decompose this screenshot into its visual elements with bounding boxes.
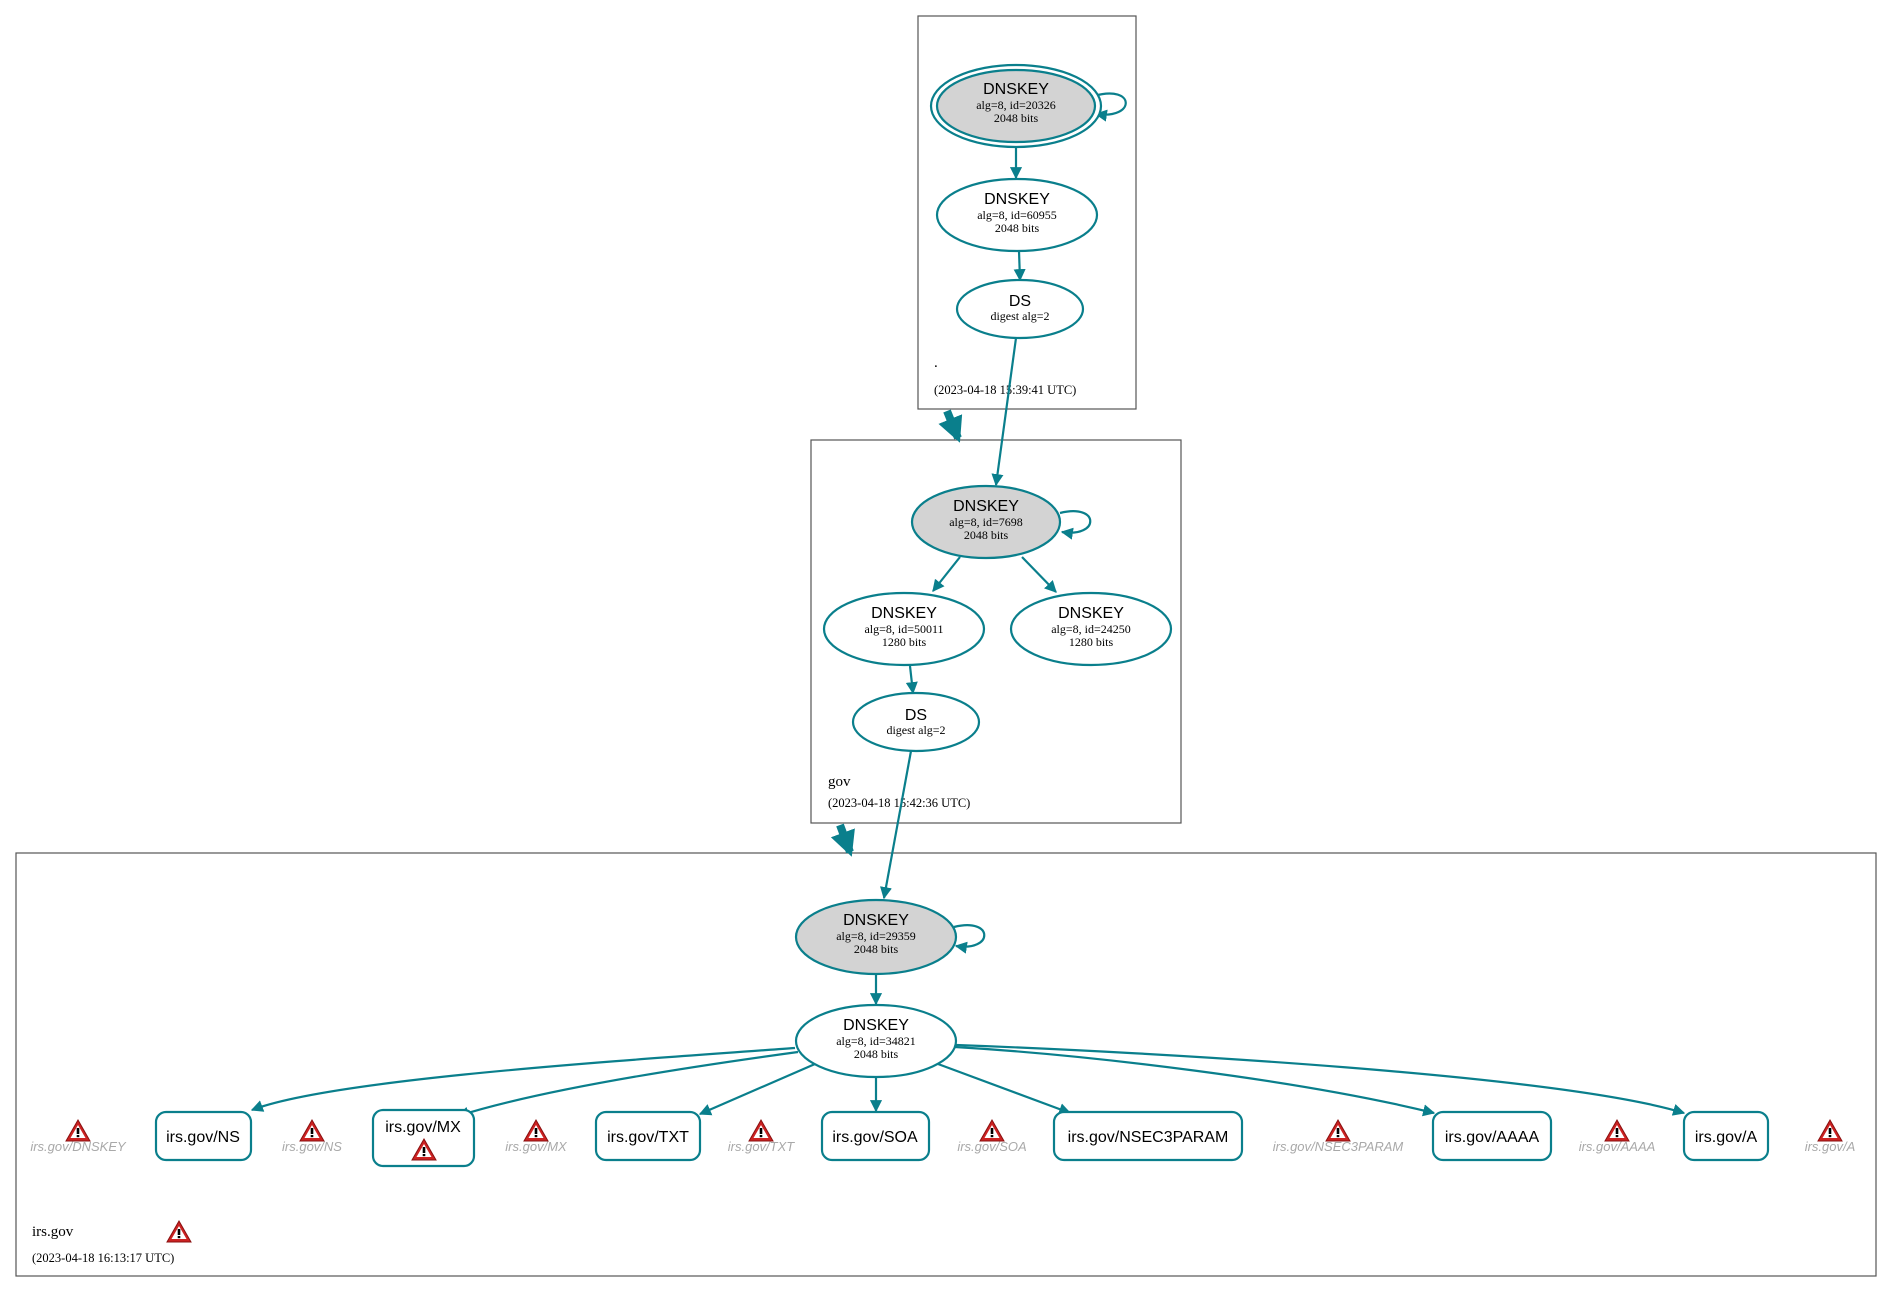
- ghost-nsec3param-label: irs.gov/NSEC3PARAM: [1273, 1139, 1404, 1154]
- gov-ksk-info: alg=8, id=7698: [949, 515, 1023, 529]
- ghost-aaaa-node[interactable]: irs.gov/AAAA: [1579, 1119, 1656, 1154]
- ghost-txt-label: irs.gov/TXT: [728, 1139, 796, 1154]
- rrset-soa-node[interactable]: irs.gov/SOA: [820, 1110, 931, 1162]
- irs-zsk-to-nsec3param-edge: [937, 1062, 1072, 1115]
- irs-zsk-info: alg=8, id=34821: [836, 1034, 916, 1048]
- irs-ksk-self-edge: [953, 924, 986, 954]
- ghost-mx-label: irs.gov/MX: [505, 1139, 568, 1154]
- ghost-a-label: irs.gov/A: [1805, 1139, 1856, 1154]
- root-ksk-info: alg=8, id=20326: [976, 98, 1056, 112]
- gov-ds-to-irs-ksk-edge: [880, 750, 913, 900]
- rrset-nsec3param-label: irs.gov/NSEC3PARAM: [1068, 1129, 1229, 1146]
- rrset-a-label: irs.gov/A: [1695, 1129, 1758, 1146]
- gov-zsk1-node[interactable]: DNSKEY alg=8, id=50011 1280 bits: [822, 591, 986, 667]
- root-ds-type: DS: [1009, 293, 1031, 310]
- ghost-a-node[interactable]: irs.gov/A: [1805, 1119, 1856, 1154]
- irs-zsk-to-a-edge: [955, 1043, 1686, 1116]
- ghost-aaaa-label: irs.gov/AAAA: [1579, 1139, 1656, 1154]
- root-ds-to-gov-ksk-edge: [991, 337, 1018, 487]
- zone-root-name: .: [934, 355, 938, 371]
- root-zsk-to-ds-edge: [1013, 250, 1026, 282]
- irs-zsk-to-ns-edge: [250, 1046, 796, 1112]
- ghost-soa-label: irs.gov/SOA: [957, 1139, 1026, 1154]
- rrset-aaaa-label: irs.gov/AAAA: [1445, 1129, 1540, 1146]
- ghost-nsec3param-node[interactable]: irs.gov/NSEC3PARAM: [1273, 1119, 1404, 1154]
- rrset-mx-label: irs.gov/MX: [385, 1119, 461, 1136]
- root-ksk-node[interactable]: DNSKEY alg=8, id=20326 2048 bits: [929, 63, 1103, 149]
- gov-ds-info: digest alg=2: [886, 723, 945, 737]
- gov-ds-node[interactable]: DS digest alg=2: [851, 691, 981, 753]
- rrset-nsec3param-node[interactable]: irs.gov/NSEC3PARAM: [1052, 1110, 1244, 1162]
- ghost-ns-label: irs.gov/NS: [282, 1139, 342, 1154]
- zone-irs-box: [15, 852, 1877, 1277]
- root-zsk-type: DNSKEY: [984, 191, 1050, 208]
- delegation-gov-irs-edge: [830, 823, 855, 857]
- irs-zsk-bits: 2048 bits: [854, 1047, 899, 1061]
- zone-gov-name: gov: [828, 774, 851, 790]
- irs-ksk-bits: 2048 bits: [854, 942, 899, 956]
- ghost-txt-node[interactable]: irs.gov/TXT: [728, 1119, 796, 1154]
- gov-ksk-type: DNSKEY: [953, 498, 1019, 515]
- gov-zsk1-bits: 1280 bits: [882, 635, 927, 649]
- rrset-a-node[interactable]: irs.gov/A: [1682, 1110, 1770, 1162]
- rrset-txt-label: irs.gov/TXT: [607, 1129, 689, 1146]
- zone-irs-time: (2023-04-18 16:13:17 UTC): [32, 1251, 174, 1265]
- irs-zsk-to-txt-edge: [698, 1062, 816, 1116]
- irs-zsk-to-aaaa-edge: [954, 1045, 1436, 1117]
- root-zsk-bits: 2048 bits: [995, 221, 1040, 235]
- ghost-ns-node[interactable]: irs.gov/NS: [282, 1119, 342, 1154]
- gov-zsk1-info: alg=8, id=50011: [864, 622, 943, 636]
- root-zsk-node[interactable]: DNSKEY alg=8, id=60955 2048 bits: [935, 177, 1099, 253]
- irs-ksk-type: DNSKEY: [843, 912, 909, 929]
- rrset-aaaa-node[interactable]: irs.gov/AAAA: [1431, 1110, 1553, 1162]
- rrset-mx-node[interactable]: irs.gov/MX: [371, 1108, 476, 1168]
- gov-zsk2-info: alg=8, id=24250: [1051, 622, 1131, 636]
- irs-zsk-node[interactable]: DNSKEY alg=8, id=34821 2048 bits: [794, 1003, 958, 1079]
- ghost-mx-node[interactable]: irs.gov/MX: [505, 1119, 568, 1154]
- ghost-dnskey-label: irs.gov/DNSKEY: [30, 1139, 127, 1154]
- root-ds-node[interactable]: DS digest alg=2: [955, 278, 1085, 340]
- gov-zsk2-type: DNSKEY: [1058, 605, 1124, 622]
- rrset-ns-label: irs.gov/NS: [166, 1129, 240, 1146]
- irs-ksk-info: alg=8, id=29359: [836, 929, 916, 943]
- irs-zsk-to-mx-edge: [456, 1050, 799, 1119]
- delegation-root-gov-edge: [938, 409, 963, 443]
- zone-gov-time: (2023-04-18 15:42:36 UTC): [828, 796, 970, 810]
- root-ksk-self-edge: [1093, 92, 1127, 122]
- ghost-dnskey-node[interactable]: irs.gov/DNSKEY: [30, 1119, 127, 1154]
- zone-root-time: (2023-04-18 15:39:41 UTC): [934, 383, 1076, 397]
- irs-zsk-type: DNSKEY: [843, 1017, 909, 1034]
- zone-irs-name: irs.gov: [32, 1224, 74, 1240]
- gov-zsk1-to-ds-edge: [905, 665, 918, 695]
- rrset-txt-node[interactable]: irs.gov/TXT: [594, 1110, 702, 1162]
- gov-zsk2-node[interactable]: DNSKEY alg=8, id=24250 1280 bits: [1009, 591, 1173, 667]
- gov-zsk2-bits: 1280 bits: [1069, 635, 1114, 649]
- root-ds-info: digest alg=2: [990, 309, 1049, 323]
- gov-zsk1-type: DNSKEY: [871, 605, 937, 622]
- gov-ksk-to-zsk2-edge: [1021, 556, 1057, 593]
- rrset-ns-node[interactable]: irs.gov/NS: [154, 1110, 253, 1162]
- gov-ksk-node[interactable]: DNSKEY alg=8, id=7698 2048 bits: [910, 484, 1062, 560]
- gov-ksk-bits: 2048 bits: [964, 528, 1009, 542]
- root-ksk-bits: 2048 bits: [994, 111, 1039, 125]
- rrset-soa-label: irs.gov/SOA: [832, 1129, 918, 1146]
- gov-ds-type: DS: [905, 707, 927, 724]
- root-zsk-info: alg=8, id=60955: [977, 208, 1057, 222]
- gov-ksk-self-edge: [1059, 510, 1092, 540]
- ghost-soa-node[interactable]: irs.gov/SOA: [957, 1119, 1027, 1154]
- gov-ksk-to-zsk1-edge: [932, 556, 961, 592]
- root-ksk-type: DNSKEY: [983, 81, 1049, 98]
- irs-ksk-node[interactable]: DNSKEY alg=8, id=29359 2048 bits: [794, 898, 958, 976]
